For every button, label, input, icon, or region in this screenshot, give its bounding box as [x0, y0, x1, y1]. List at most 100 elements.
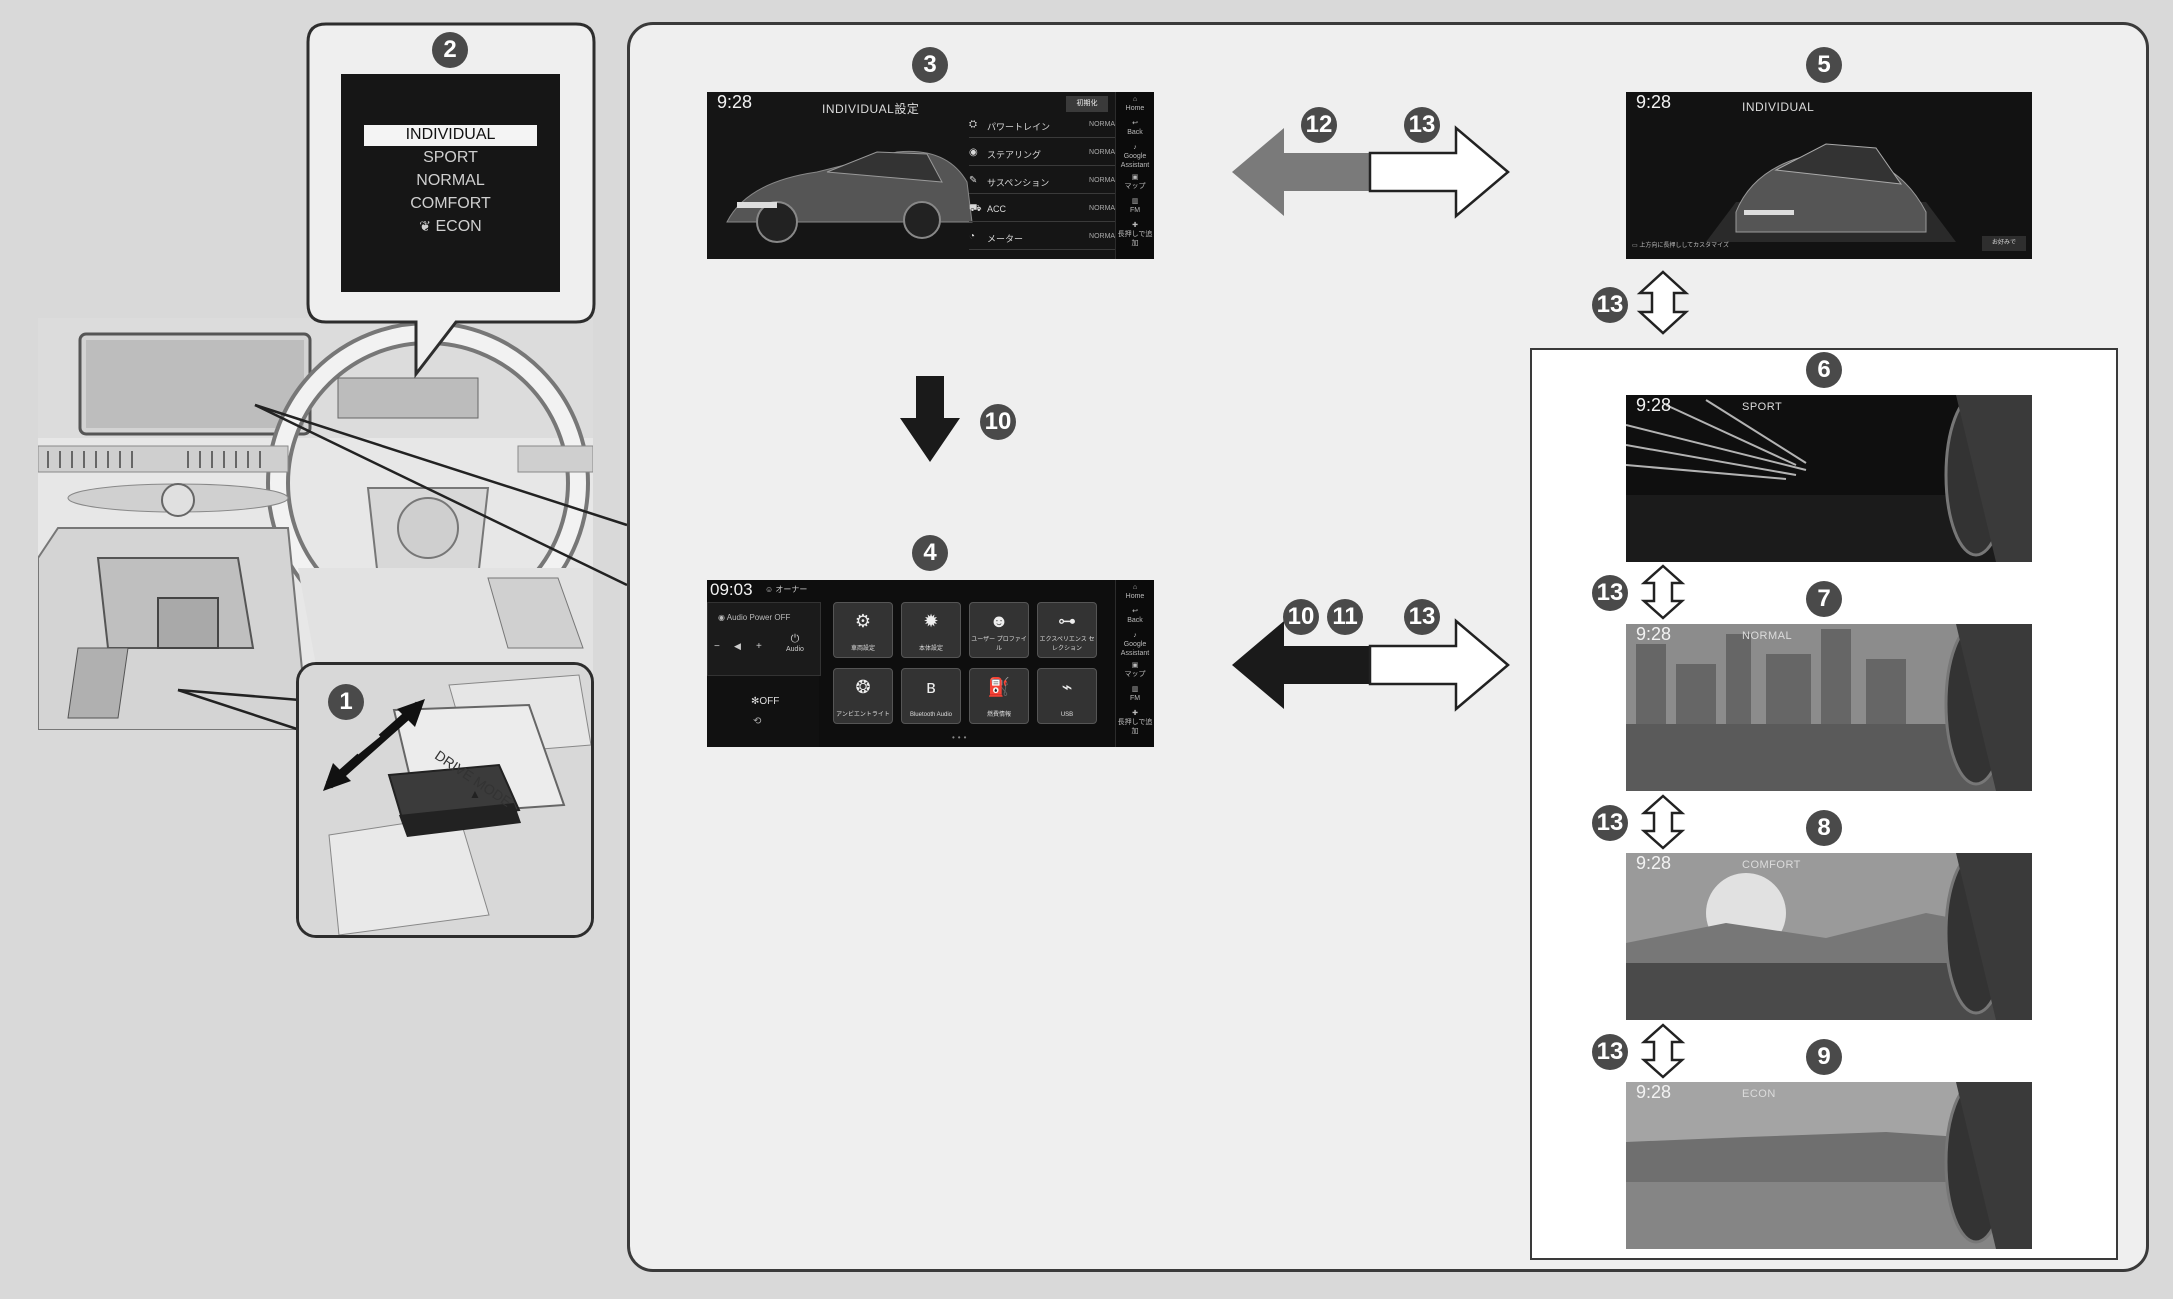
- back-icon: ↩: [1132, 120, 1138, 127]
- tile-fuel-info[interactable]: ⛽燃費情報: [969, 668, 1029, 724]
- mode-menu-selected-highlight: [364, 125, 537, 146]
- audio-widget: ◉ Audio Power OFF − ◀ + ⏻Audio: [707, 602, 821, 676]
- sidebar-map[interactable]: ▣マップ: [1124, 174, 1146, 190]
- home-icon: ⌂: [1132, 584, 1138, 591]
- screen-clock: 9:28: [1636, 1082, 1672, 1102]
- tile-usb[interactable]: ⌁USB: [1037, 668, 1097, 724]
- recirculation-icon: ⟲: [753, 716, 762, 727]
- screen-clock: 9:28: [1636, 853, 1672, 873]
- double-arrow-8-9: [1640, 1023, 1686, 1079]
- mode-item-comfort[interactable]: COMFORT: [410, 195, 491, 212]
- power-icon: ⏻: [790, 633, 800, 645]
- sidebar-fm[interactable]: ▥FM: [1129, 198, 1141, 214]
- black-left-arrow: [1232, 621, 1370, 709]
- bluetooth-icon: ʙ: [926, 677, 936, 697]
- tile-ambient-light[interactable]: ❂アンビエントライト: [833, 668, 893, 724]
- hint-icon: ▭: [1632, 243, 1638, 249]
- meter-icon: ◔: [969, 231, 976, 242]
- grey-left-arrow: [1232, 128, 1370, 216]
- callout-13: 13: [1404, 107, 1440, 143]
- radio-icon: ▥: [1131, 198, 1139, 205]
- powertrain-icon: ⛭: [969, 119, 977, 130]
- user-icon: ☺: [765, 585, 774, 594]
- volume-up-button[interactable]: +: [756, 641, 762, 652]
- experience-selection-icon: ⊶: [1058, 611, 1076, 631]
- mode-item-econ[interactable]: ❦ ECON: [419, 218, 482, 235]
- comfort-mode-screen: 9:28 COMFORT: [1626, 853, 2032, 1020]
- callout-1: 1: [328, 684, 364, 720]
- callout-6: 6: [1806, 352, 1842, 388]
- callout-13: 13: [1592, 287, 1628, 323]
- mic-icon: ♪: [1133, 632, 1137, 639]
- sidebar-assistant[interactable]: ♪Google Assistant: [1120, 144, 1150, 169]
- sidebar-assistant[interactable]: ♪Google Assistant: [1120, 632, 1150, 657]
- econ-mode-screen: 9:28 ECON: [1626, 1082, 2032, 1249]
- tile-user-profile[interactable]: ☻ユーザー プロファイル: [969, 602, 1029, 658]
- tile-vehicle-settings[interactable]: ⚙車両設定: [833, 602, 893, 658]
- sidebar-home[interactable]: ⌂Home: [1125, 584, 1145, 600]
- mode-item-normal[interactable]: NORMAL: [416, 172, 485, 189]
- callout-10: 10: [1283, 599, 1319, 635]
- audio-button[interactable]: ⏻Audio: [786, 633, 804, 653]
- audio-power-icon: ◉: [718, 613, 725, 622]
- callout-10: 10: [980, 404, 1016, 440]
- speaker-icon: ◀: [734, 641, 741, 651]
- screen-sidebar: ⌂Home ↩Back ♪Google Assistant ▣マップ ▥FM ✚…: [1115, 580, 1154, 747]
- volume-down-button[interactable]: −: [714, 641, 720, 652]
- back-icon: ↩: [1132, 608, 1138, 615]
- screen-sidebar: ⌂Home ↩Back ♪Google Assistant ▣マップ ▥FM ✚…: [1115, 92, 1154, 259]
- callout-9: 9: [1806, 1039, 1842, 1075]
- mode-item-individual[interactable]: INDIVIDUAL: [405, 126, 496, 143]
- reset-button[interactable]: 初期化: [1066, 96, 1108, 112]
- white-right-arrow: [1368, 125, 1510, 219]
- callout-2: 2: [432, 32, 468, 68]
- callout-8: 8: [1806, 810, 1842, 846]
- page-indicator: •••: [952, 733, 970, 742]
- climate-widget: ✻OFF ⟲: [707, 676, 819, 747]
- gear-icon: ✹: [923, 611, 939, 631]
- sidebar-fm[interactable]: ▥FM: [1129, 686, 1141, 702]
- double-arrow-5-6: [1636, 270, 1690, 335]
- callout-13: 13: [1592, 1034, 1628, 1070]
- callout-3: 3: [912, 47, 948, 83]
- sidebar-back[interactable]: ↩Back: [1127, 608, 1143, 624]
- callout-5: 5: [1806, 47, 1842, 83]
- audio-status: ◉ Audio Power OFF: [718, 613, 791, 622]
- sidebar-map[interactable]: ▣マップ: [1124, 662, 1146, 678]
- add-icon: ✚: [1132, 222, 1138, 229]
- fuel-icon: ⛽: [987, 677, 1011, 697]
- fan-status[interactable]: ✻OFF: [751, 696, 780, 707]
- tile-system-settings[interactable]: ✹本体設定: [901, 602, 961, 658]
- mode-item-sport[interactable]: SPORT: [423, 149, 478, 166]
- tile-experience-selection[interactable]: ⊶エクスペリエンス セレクション: [1037, 602, 1097, 658]
- econ-background: [1626, 1082, 2032, 1249]
- comfort-background: [1626, 853, 2032, 1020]
- screen-title: INDIVIDUAL: [1742, 100, 1815, 114]
- customize-button[interactable]: お好みで: [1982, 236, 2026, 251]
- white-right-arrow-2: [1368, 618, 1510, 712]
- drive-mode-menu: INDIVIDUAL SPORT NORMAL COMFORT ❦ ECON: [341, 74, 560, 292]
- home-menu-screen: 09:03 ☺ オーナー ◉ Audio Power OFF − ◀ + ⏻Au…: [707, 580, 1154, 747]
- black-down-arrow: [900, 376, 960, 462]
- screen-clock: 9:28: [1636, 92, 1672, 112]
- callout-13: 13: [1404, 599, 1440, 635]
- callout-12: 12: [1301, 107, 1337, 143]
- car-illustration: [707, 92, 1154, 259]
- map-icon: ▣: [1131, 174, 1139, 181]
- usb-icon: ⌁: [1061, 677, 1073, 697]
- sidebar-add[interactable]: ✚長押しで追加: [1117, 710, 1153, 735]
- ambient-light-icon: ❂: [855, 677, 871, 697]
- fan-icon: ✻: [751, 696, 760, 707]
- radio-icon: ▥: [1131, 686, 1139, 693]
- sidebar-back[interactable]: ↩Back: [1127, 120, 1143, 136]
- sidebar-add[interactable]: ✚長押しで追加: [1117, 222, 1153, 247]
- sidebar-home[interactable]: ⌂Home: [1125, 96, 1145, 112]
